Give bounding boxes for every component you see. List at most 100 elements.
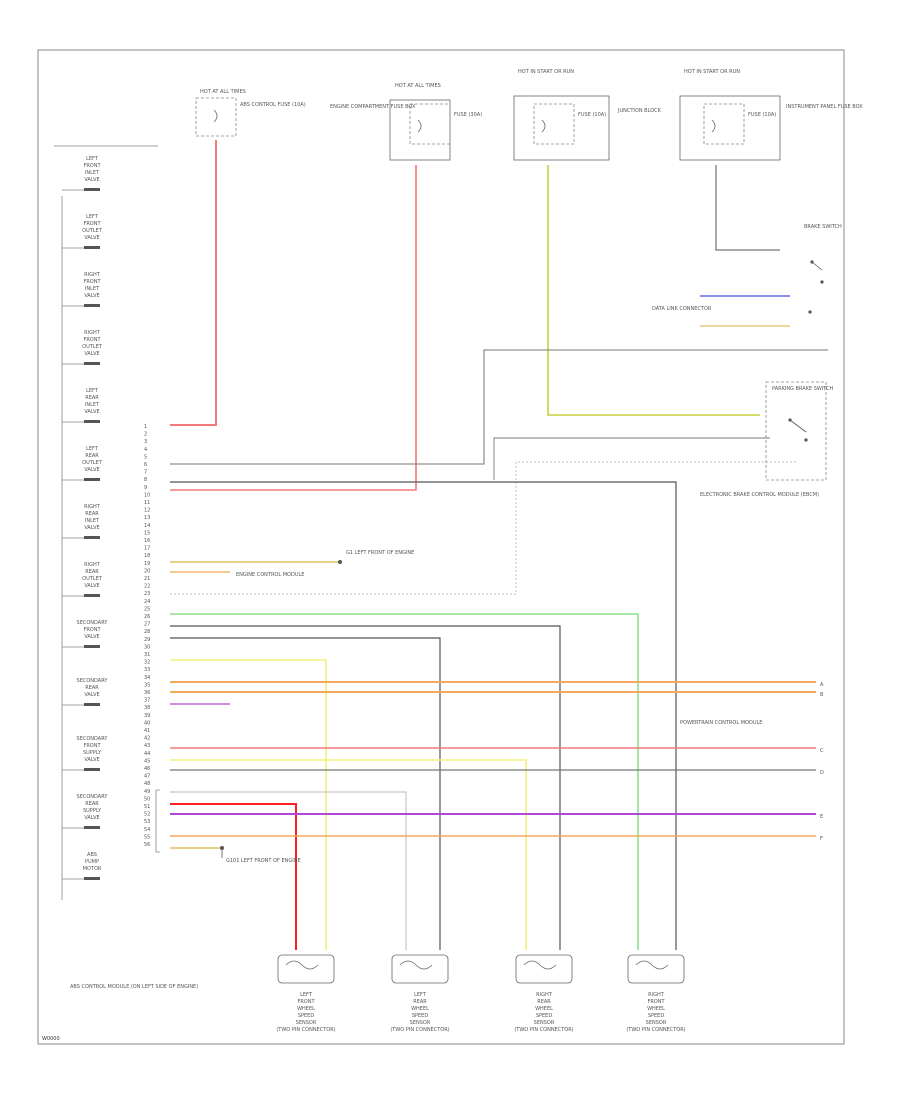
pin-label: 53 bbox=[144, 819, 150, 825]
svg-text:SENSOR: SENSOR bbox=[646, 1020, 667, 1026]
svg-text:SUPPLY: SUPPLY bbox=[83, 808, 102, 814]
svg-text:B: B bbox=[820, 692, 824, 698]
svg-text:REAR: REAR bbox=[85, 395, 99, 401]
pin-label: 16 bbox=[144, 538, 150, 544]
svg-text:(TWO PIN CONNECTOR): (TWO PIN CONNECTOR) bbox=[276, 1027, 335, 1033]
wire-gray-parking bbox=[493, 437, 770, 480]
svg-text:LEFT: LEFT bbox=[414, 992, 427, 998]
pin-label: 39 bbox=[144, 713, 150, 719]
pin-label: 55 bbox=[144, 834, 150, 840]
pin-label: 32 bbox=[144, 660, 150, 666]
wire-bright-red bbox=[170, 803, 297, 950]
pin-label: 7 bbox=[144, 470, 147, 476]
svg-text:OUTLET: OUTLET bbox=[82, 576, 103, 582]
svg-text:FRONT: FRONT bbox=[83, 163, 101, 169]
fuse-1-heading: HOT AT ALL TIMES bbox=[200, 89, 246, 95]
svg-text:WHEEL: WHEEL bbox=[297, 1006, 315, 1012]
pin-label: 1 bbox=[144, 424, 147, 430]
fuse-4-right: INSTRUMENT PANEL FUSE BOX bbox=[786, 104, 863, 110]
svg-text:C: C bbox=[820, 748, 824, 754]
svg-text:REAR: REAR bbox=[413, 999, 427, 1005]
svg-text:SENSOR: SENSOR bbox=[296, 1020, 317, 1026]
module-stack: LEFTFRONTINLETVALVELEFTFRONTOUTLETVALVER… bbox=[62, 156, 108, 880]
pin-label: 19 bbox=[144, 561, 150, 567]
svg-text:WHEEL: WHEEL bbox=[535, 1006, 553, 1012]
pin-label: 18 bbox=[144, 553, 150, 559]
svg-text:F: F bbox=[820, 836, 823, 842]
pin-label: 44 bbox=[144, 751, 150, 757]
ebcm-label: ELECTRONIC BRAKE CONTROL MODULE (EBCM) bbox=[700, 492, 819, 498]
svg-text:FRONT: FRONT bbox=[83, 743, 101, 749]
svg-text:VALVE: VALVE bbox=[84, 583, 99, 589]
pin-label: 24 bbox=[144, 599, 150, 605]
pin-label: 15 bbox=[144, 530, 150, 536]
wire-lightgray-2 bbox=[170, 791, 407, 950]
ecm-label: ENGINE CONTROL MODULE bbox=[236, 572, 304, 578]
svg-text:SECONDARY: SECONDARY bbox=[77, 678, 109, 684]
svg-text:SPEED: SPEED bbox=[648, 1013, 665, 1019]
svg-text:VALVE: VALVE bbox=[84, 815, 99, 821]
fuse-block-2: HOT AT ALL TIMES FUSE (30A) ENGINE COMPA… bbox=[330, 83, 482, 161]
fuse-3-heading: HOT IN START OR RUN bbox=[518, 69, 574, 75]
fuse-block-1: HOT AT ALL TIMES ABS CONTROL FUSE (10A) bbox=[195, 89, 306, 137]
svg-text:LEFT: LEFT bbox=[86, 156, 99, 162]
pin-labels: 1234567891011121314151617181920212223242… bbox=[144, 424, 150, 848]
brake-switch: BRAKE SWITCH DATA LINK CONNECTOR bbox=[652, 224, 842, 314]
svg-text:VALVE: VALVE bbox=[84, 235, 99, 241]
wire-yellow bbox=[170, 659, 327, 950]
parking-brake-label: PARKING BRAKE SWITCH bbox=[772, 386, 834, 392]
right-terminals: A B C D E F bbox=[820, 682, 824, 842]
fuse-3-desc: FUSE (10A) bbox=[578, 112, 606, 118]
pin-label: 49 bbox=[144, 789, 150, 795]
pin-label: 21 bbox=[144, 576, 150, 582]
svg-text:SECONDARY: SECONDARY bbox=[77, 794, 109, 800]
svg-text:LEFT: LEFT bbox=[86, 388, 99, 394]
svg-text:REAR: REAR bbox=[85, 569, 99, 575]
svg-text:REAR: REAR bbox=[85, 685, 99, 691]
fuse-block-4: HOT IN START OR RUN FUSE (10A) INSTRUMEN… bbox=[679, 69, 863, 161]
pin-label: 29 bbox=[144, 637, 150, 643]
svg-text:SENSOR: SENSOR bbox=[410, 1020, 431, 1026]
fuse-2-heading: HOT AT ALL TIMES bbox=[395, 83, 441, 89]
svg-text:OUTLET: OUTLET bbox=[82, 460, 103, 466]
pin-label: 27 bbox=[144, 622, 150, 628]
svg-text:SUPPLY: SUPPLY bbox=[83, 750, 102, 756]
pin-label: 3 bbox=[144, 439, 147, 445]
svg-text:REAR: REAR bbox=[537, 999, 551, 1005]
pin-label: 40 bbox=[144, 720, 150, 726]
svg-text:SPEED: SPEED bbox=[298, 1013, 315, 1019]
pin-label: 25 bbox=[144, 606, 150, 612]
wire-dark-fuse4 bbox=[715, 165, 780, 251]
wire-black-2 bbox=[170, 625, 561, 950]
svg-text:FRONT: FRONT bbox=[83, 337, 101, 343]
wire-lightgray-dash bbox=[170, 461, 796, 595]
svg-text:INLET: INLET bbox=[85, 286, 100, 292]
fuse-3-right: JUNCTION BLOCK bbox=[617, 108, 662, 114]
svg-text:FRONT: FRONT bbox=[83, 221, 101, 227]
pin-label: 34 bbox=[144, 675, 150, 681]
pin-label: 46 bbox=[144, 766, 150, 772]
pin-label: 37 bbox=[144, 698, 150, 704]
svg-text:LEFT: LEFT bbox=[86, 214, 99, 220]
svg-text:RIGHT: RIGHT bbox=[648, 992, 665, 998]
svg-text:RIGHT: RIGHT bbox=[536, 992, 553, 998]
svg-text:FRONT: FRONT bbox=[297, 999, 315, 1005]
svg-text:REAR: REAR bbox=[85, 511, 99, 517]
svg-text:INLET: INLET bbox=[85, 402, 100, 408]
fuse-2-desc: FUSE (30A) bbox=[454, 112, 482, 118]
svg-text:VALVE: VALVE bbox=[84, 409, 99, 415]
svg-text:VALVE: VALVE bbox=[84, 525, 99, 531]
svg-text:RIGHT: RIGHT bbox=[84, 504, 101, 510]
svg-text:SECONDARY: SECONDARY bbox=[77, 736, 109, 742]
pin-label: 14 bbox=[144, 523, 150, 529]
pin-label: 33 bbox=[144, 667, 150, 673]
pin-label: 42 bbox=[144, 736, 150, 742]
